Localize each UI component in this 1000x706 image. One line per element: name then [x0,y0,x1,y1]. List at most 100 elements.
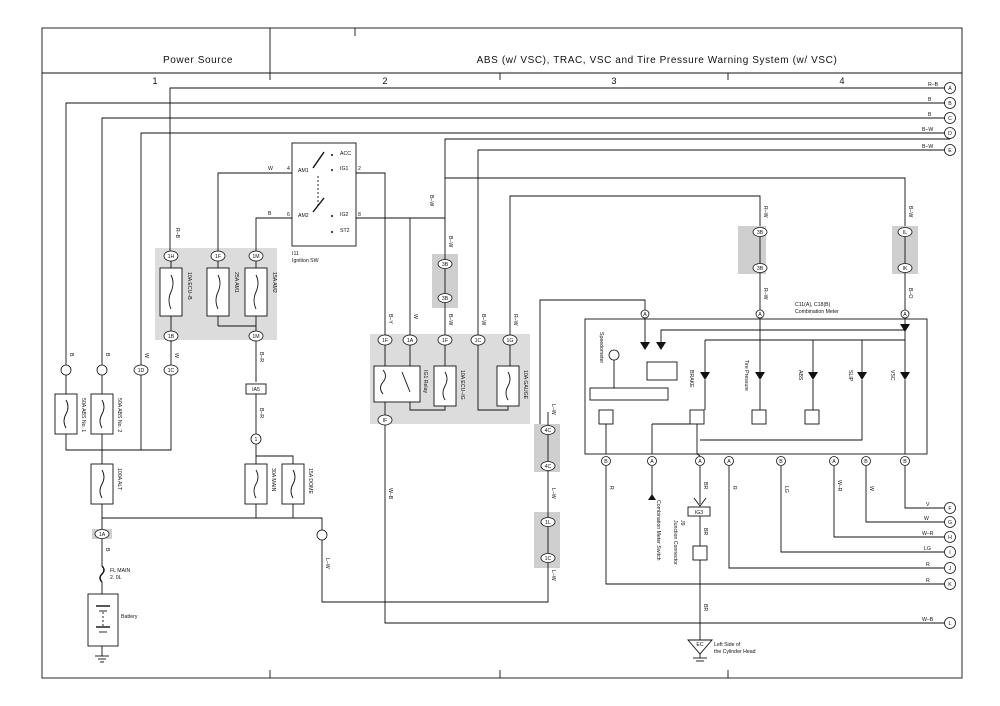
fuse-abs2-label: 50A ABS No. 2 [116,398,122,432]
pin-b8: B [604,459,608,465]
terminal-F: F [948,506,951,512]
conn-1k: IK [903,266,908,272]
ground-label-line2: the Cylinder Head [714,649,756,655]
wire-label-D: B–W [922,127,933,133]
ignition-switch-code: I11 [292,251,299,257]
meter-code: C11(A), C18(B) [795,302,831,308]
system-title: ABS (w/ VSC), TRAC, VSC and Tire Pressur… [477,55,838,66]
junction-block: 1F 1A 1F 1C 1G IG1 Relay 10A ECU–IG 10A … [373,334,528,426]
pin-am1: AM1 [298,168,309,174]
conn-mid-1f: 1F [382,338,388,344]
wire-w-mid: W [412,314,418,319]
wire-label-L: W–B [922,617,934,623]
indicator-slip: SLIP [847,370,853,382]
fuse-am1-label: 25A AM1 [233,272,239,293]
conn-1h: 1H [168,254,175,260]
ignition-switch-name: Ignition SW [292,258,319,264]
wire-br-ec: BR [702,604,708,611]
wire-bw-mid2: B–W [480,314,486,325]
terminal-B: B [948,101,952,107]
column-2: 2 [382,76,387,86]
fuse-alt: 100A ALT 1A B FL MAIN 2. 0L [90,450,131,594]
fuse-main-label: 30A MAIN [270,468,276,492]
ground-label-line1: Left Side of [714,642,741,648]
wire-rw-3b: R–W [762,206,768,218]
meter-bottom-pins: B A A A B A B B [601,456,910,466]
wire-bw-mid: B–W [447,314,453,325]
conn-1b: 1B [168,334,175,340]
fuse-gauge-label: 10A GAUGE [522,370,528,400]
conn-1f: 1F [215,254,221,260]
wire-lw-1c: L–W [550,570,556,581]
diagram-frame [41,27,963,679]
pin-num-2: 2 [358,166,361,172]
terminal-L: L [949,621,952,627]
conn-1a: 1A [99,532,106,538]
fuse-dome-label: 15A DOME [307,468,313,494]
conn-ig3: IG3 [695,510,703,516]
conn-3b-a: 3B [442,262,449,268]
wire-label-G: W [924,516,929,522]
conn-mid-1g: 1G [507,338,514,344]
conn-ia5: IA5 [252,387,260,393]
fuse-abs: 1D 1C 50A ABS No. 1 50A ABS No. 2 B B W … [54,340,179,451]
conn-mid-1a: 1A [407,338,414,344]
ignition-switch: AM1 AM2 ACC IG1 IG2 ST2 I11 Ignition SW … [287,142,361,264]
wire-rb-label: R–B [174,228,180,239]
column-1: 1 [152,76,157,86]
lw-connectors: 4C 4C 1L 1C [540,412,556,582]
speedometer-label: Speedometer [598,332,604,363]
wire-w-1d: W [143,353,149,358]
pin-b10: B [903,459,907,465]
conn-1m: 1M [252,254,259,260]
terminal-I: I [949,550,950,556]
wire-w-1c: W [173,353,179,358]
conn-1d: 1D [138,368,145,374]
wire-bw-top: B–W [447,236,453,247]
column-4: 4 [839,76,844,86]
indicator-tire-pressure: Tire Pressure [743,360,749,391]
wire-rw-mid: R–W [512,314,518,326]
conn-1: 1 [255,437,258,443]
fuse-block-top: 1H 1F 1M 10A ECU–B 25A AM1 15A AM2 1B 1M [159,250,277,342]
terminal-E: E [948,148,952,154]
wire-b-am2: B [268,211,272,217]
junction-code: J9 [679,520,685,526]
pin-st2: ST2 [340,228,350,234]
wire-label-A: R–B [928,82,939,88]
wire-br-label-2: B–R [258,408,264,418]
pin-a20: A [698,459,702,465]
indicator-leds: BRAKE Tire Pressure ABS SLIP VSC [688,339,910,391]
terminal-C: C [948,116,952,122]
combination-meter: C11(A), C18(B) Combination Meter A A A S… [584,302,928,455]
cm-switch-label: Combination Meter Switch [655,500,661,561]
terminal-A: A [948,86,952,92]
conn-4c-a: 4C [545,428,552,434]
fuse-abs1-label: 50A ABS No. 1 [80,398,86,432]
terminal-G: G [948,520,952,526]
terminal-J: J [949,566,952,572]
wire-lg-b6: LG [783,486,789,493]
wire-rw-3b2: R–W [762,288,768,300]
indicator-abs: ABS [797,370,803,381]
wire-b-abs2: B [104,353,110,357]
wire-label-E: B–W [922,144,933,150]
wire-label-H: W–R [922,531,934,537]
pin-a8: A [832,459,836,465]
right-terminals: A B C D E F G H I J K L R–B B B B–W B–W … [922,82,956,629]
fuse-ecu-ig-label: 10A ECU–IG [459,370,465,400]
terminal-H: H [948,535,952,541]
pin-ig2: IG2 [340,212,348,218]
battery: Battery [87,593,138,663]
conn-1m-lower: 1M [252,334,259,340]
conn-4c-b: 4C [545,464,552,470]
wire-label-I: LG [924,546,931,552]
wire-br-20a: BR [702,482,708,489]
junction-name: Junction Connector [672,520,678,565]
wire-label-C: B [928,112,932,118]
fuse-ecu-b-label: 10A ECU–B [186,272,192,300]
pin-b6: B [779,459,783,465]
wire-br-ig3: BR [702,528,708,535]
conn-1c-b: 1C [545,556,552,562]
